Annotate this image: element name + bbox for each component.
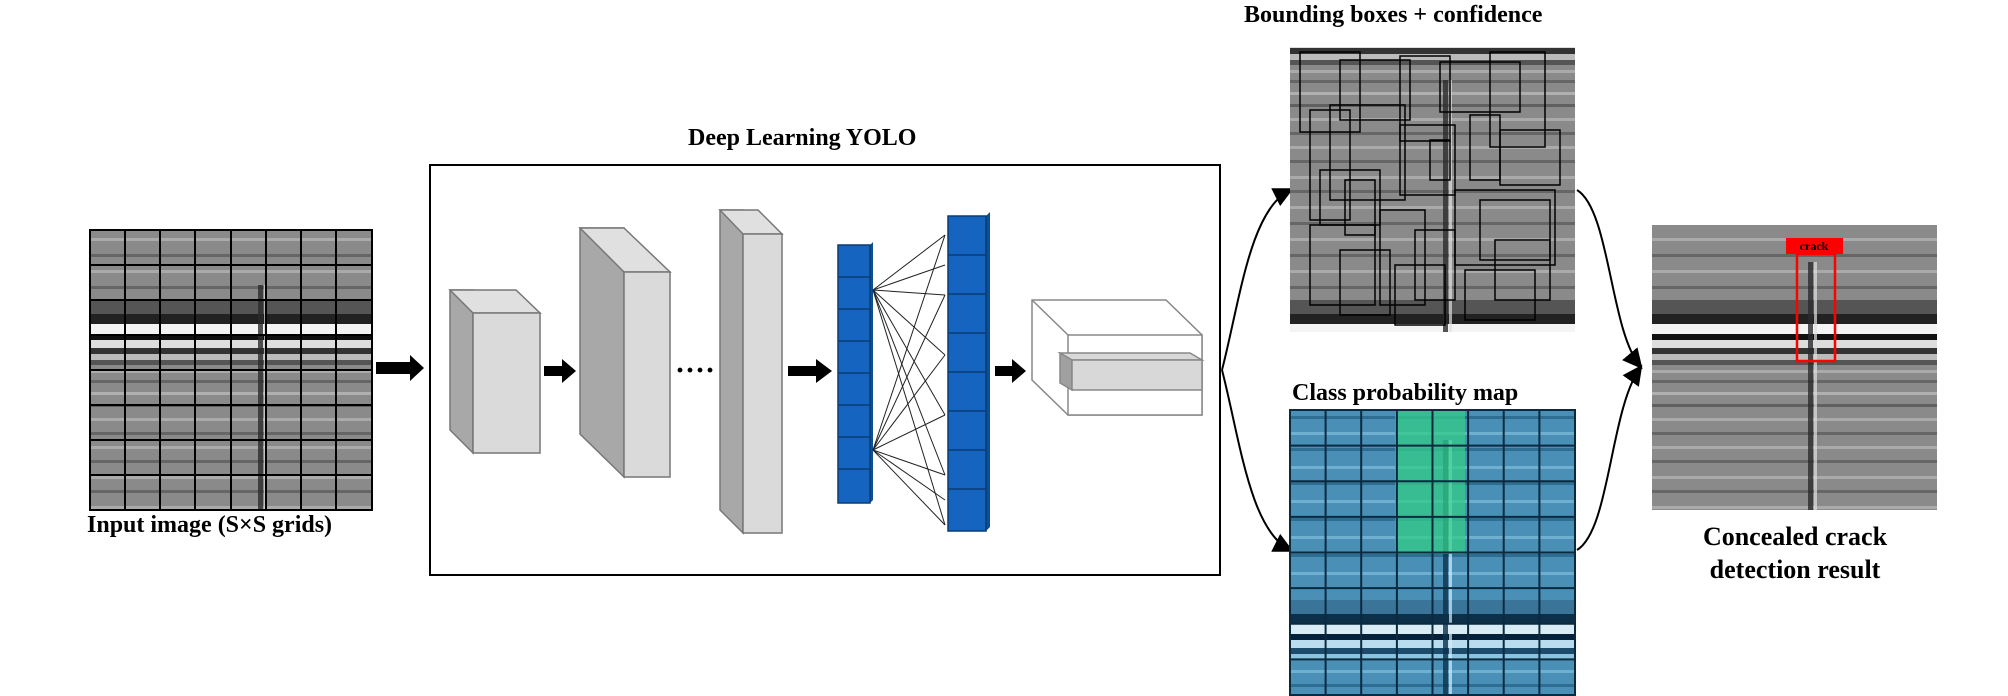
arrow-input-to-network xyxy=(376,355,424,381)
arrow-conv3-to-fc xyxy=(788,359,832,383)
arrow-bbox-to-result xyxy=(1576,189,1643,370)
fc-layer-2 xyxy=(947,212,990,532)
layers-ellipsis: ···· xyxy=(675,354,715,387)
arrow-to-bounding-boxes xyxy=(1221,188,1294,371)
input-grid xyxy=(89,229,373,511)
input-image xyxy=(89,229,373,511)
arrow-to-class-probability xyxy=(1221,369,1294,552)
result-caption-line-1: Concealed crack xyxy=(1702,522,1888,551)
class-probability-image xyxy=(1289,409,1576,696)
crack-label: crack xyxy=(1800,239,1829,253)
probability-grid xyxy=(1289,409,1576,696)
bounding-boxes-title: Bounding boxes + confidence xyxy=(1244,2,1543,28)
yolo-title: Deep Learning YOLO xyxy=(688,125,917,151)
class-probability-title: Class probability map xyxy=(1292,380,1519,406)
input-image-caption: Input image (S×S grids) xyxy=(87,512,333,538)
arrow-conv1-to-conv2 xyxy=(544,359,576,383)
candidate-boxes xyxy=(1299,51,1561,326)
result-image: crack xyxy=(1652,225,1937,510)
conv-block-1 xyxy=(448,289,542,455)
output-tensor xyxy=(1031,299,1205,416)
result-caption-line-2: detection result xyxy=(1709,555,1881,584)
bounding-boxes-image xyxy=(1290,47,1575,332)
conv-block-3 xyxy=(718,209,784,535)
result-caption: Concealed crack detection result xyxy=(1650,520,1940,586)
crack-label-background xyxy=(1786,238,1843,254)
arrow-fc-to-output xyxy=(995,359,1026,383)
yolo-network-frame xyxy=(429,164,1221,576)
fc-layer-1 xyxy=(837,242,873,504)
arrow-prob-to-result xyxy=(1576,364,1643,551)
conv-block-2 xyxy=(578,227,672,479)
fc-connections xyxy=(872,234,946,526)
